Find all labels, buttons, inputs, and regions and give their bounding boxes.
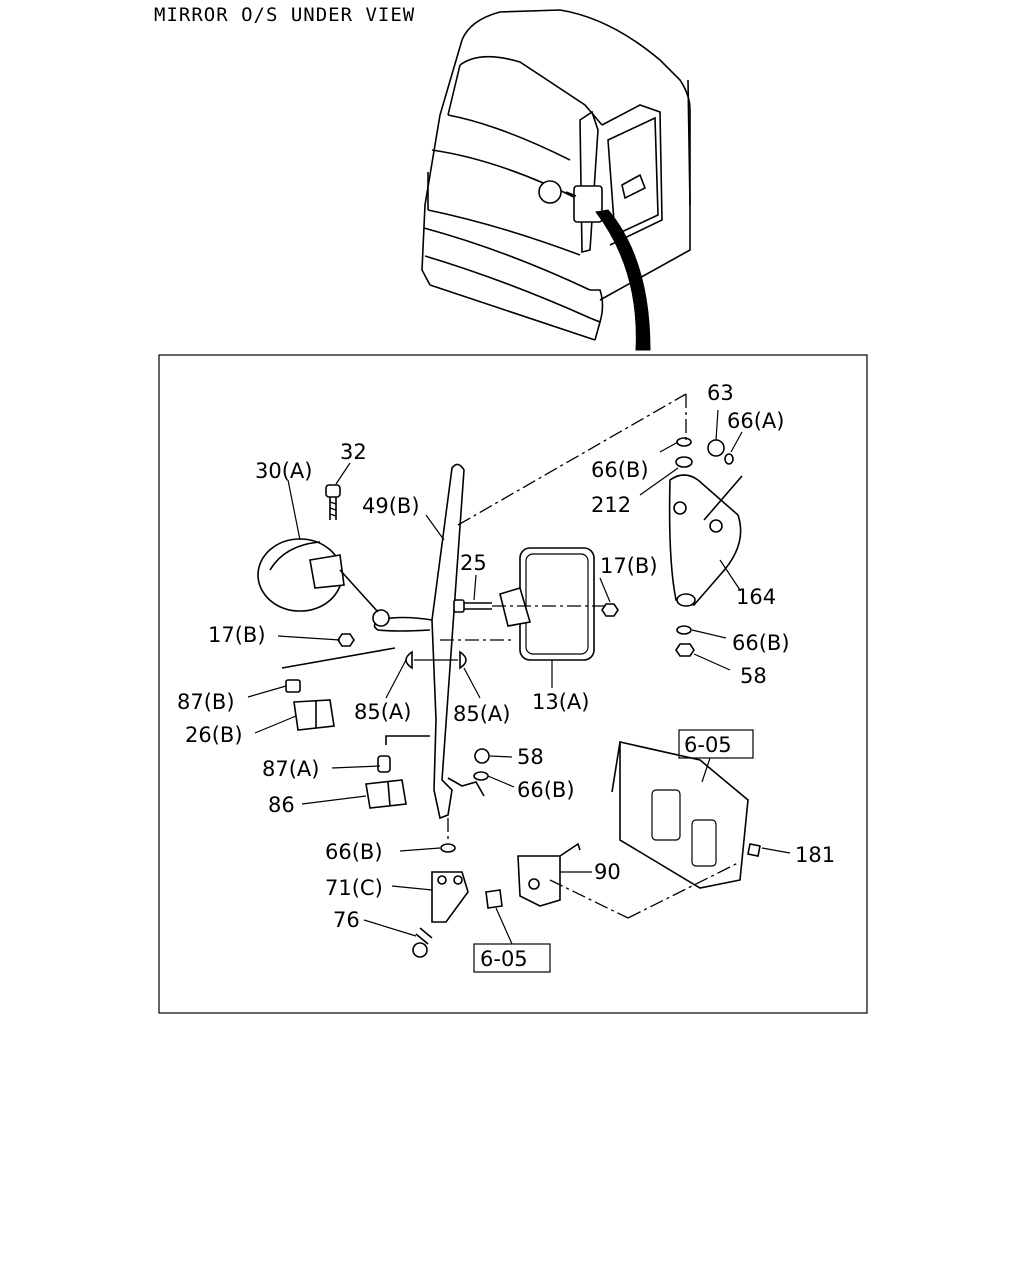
label-85a-left: 85(A) [354,700,411,724]
rect-mirror-13a [519,547,595,661]
diagram-title: MIRROR O/S UNDER VIEW [154,4,416,26]
truck-cab-illustration [421,9,691,351]
label-58-mid: 58 [517,745,544,769]
label-85a-right: 85(A) [453,702,510,726]
label-49b: 49(B) [362,494,420,518]
ref-box-bottom [473,943,551,973]
label-87b: 87(B) [177,690,235,714]
label-66b-mid: 66(B) [517,778,575,802]
label-66b-low: 66(B) [325,840,383,864]
callouts: 63 66(A) 66(B) 212 164 66(B) 58 30(A) 32… [177,381,835,973]
ref-label-top: 6-05 [684,733,732,757]
label-32: 32 [340,440,367,464]
label-181: 181 [795,843,835,867]
label-26b: 26(B) [185,723,243,747]
label-71c: 71(C) [325,876,383,900]
detail-frame [158,354,868,1014]
label-66a-top: 66(A) [727,409,784,433]
ref-box-top [678,729,754,759]
label-76: 76 [333,908,360,932]
label-17b-right: 17(B) [600,554,658,578]
label-13a: 13(A) [532,690,589,714]
label-212: 212 [591,493,631,517]
parts [257,393,761,958]
mirror-stay-49b [431,463,465,820]
label-25: 25 [460,551,487,575]
label-66b-right: 66(B) [732,631,790,655]
label-86: 86 [268,793,295,817]
label-17b-left: 17(B) [208,623,266,647]
label-164: 164 [736,585,776,609]
label-30a: 30(A) [255,459,312,483]
label-58-right: 58 [740,664,767,688]
hinge-90 [517,855,561,907]
label-66b-top: 66(B) [591,458,649,482]
label-63: 63 [707,381,734,405]
leader-lines [247,409,791,945]
bracket-164 [668,474,742,606]
label-90: 90 [594,860,621,884]
label-87a: 87(A) [262,757,319,781]
ref-label-bottom: 6-05 [480,947,528,971]
